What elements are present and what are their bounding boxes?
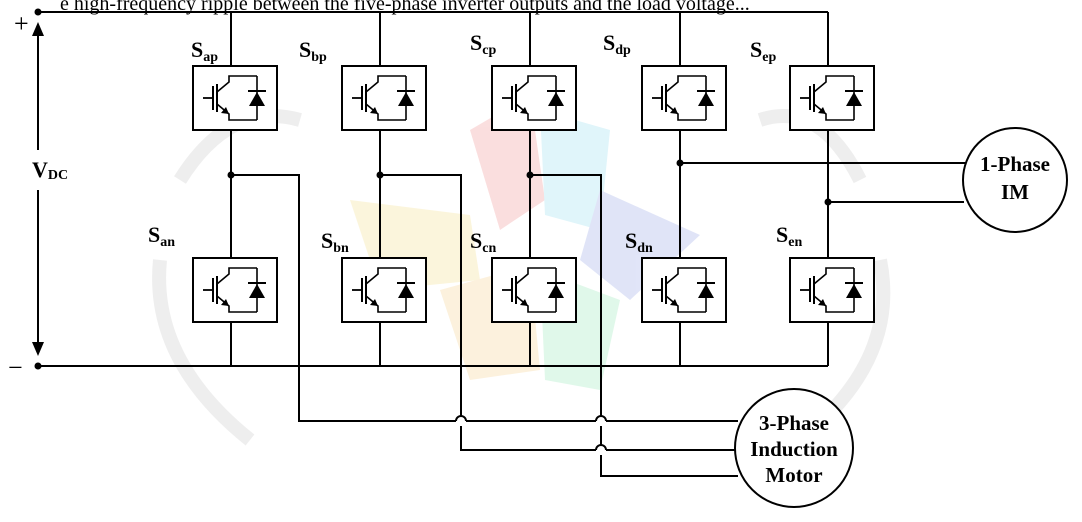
switch-label-cn: Scn — [470, 228, 496, 256]
single-phase-connections — [680, 162, 966, 203]
vdc-main: V — [32, 157, 48, 182]
switch-label-cp: Scp — [470, 30, 496, 58]
single-phase-motor-line1: 1-Phase — [980, 152, 1050, 176]
switch-label-dn: Sdn — [625, 228, 653, 256]
switch-label-an: San — [148, 222, 175, 250]
vdc-label: VDC — [32, 157, 68, 183]
vdc-arrow — [32, 22, 44, 356]
three-phase-motor-line3: Motor — [765, 463, 822, 487]
switch-cp — [491, 65, 577, 131]
switch-label-bp: Sbp — [299, 37, 327, 65]
switch-ap — [192, 65, 278, 131]
three-phase-motor: 3-Phase Induction Motor — [734, 388, 854, 508]
switch-dp — [641, 65, 727, 131]
single-phase-motor-line2: IM — [1001, 180, 1029, 204]
switch-bn — [341, 257, 427, 323]
switch-ep — [789, 65, 875, 131]
switch-label-bn: Sbn — [321, 228, 349, 256]
single-phase-motor: 1-Phase IM — [962, 127, 1068, 233]
switch-dn — [641, 257, 727, 323]
switch-an — [192, 257, 278, 323]
three-phase-connections — [231, 174, 738, 477]
vdc-sub: DC — [48, 168, 68, 183]
three-phase-motor-line2: Induction — [750, 437, 838, 461]
switch-bp — [341, 65, 427, 131]
switch-en — [789, 257, 875, 323]
switch-label-en: Sen — [776, 222, 802, 250]
switches — [192, 65, 875, 323]
switch-label-ep: Sep — [750, 37, 776, 65]
plus-sign: + — [14, 9, 29, 38]
positive-terminal — [34, 8, 42, 16]
switch-labels: Sap Sbp Scp Sdp Sep San Sbn Scn Sdn Sen — [148, 30, 802, 256]
negative-terminal — [34, 362, 42, 370]
three-phase-motor-line1: 3-Phase — [759, 411, 829, 435]
switch-label-ap: Sap — [191, 37, 218, 65]
minus-sign: − — [8, 353, 23, 382]
switch-cn — [491, 257, 577, 323]
switch-label-dp: Sdp — [603, 30, 631, 58]
